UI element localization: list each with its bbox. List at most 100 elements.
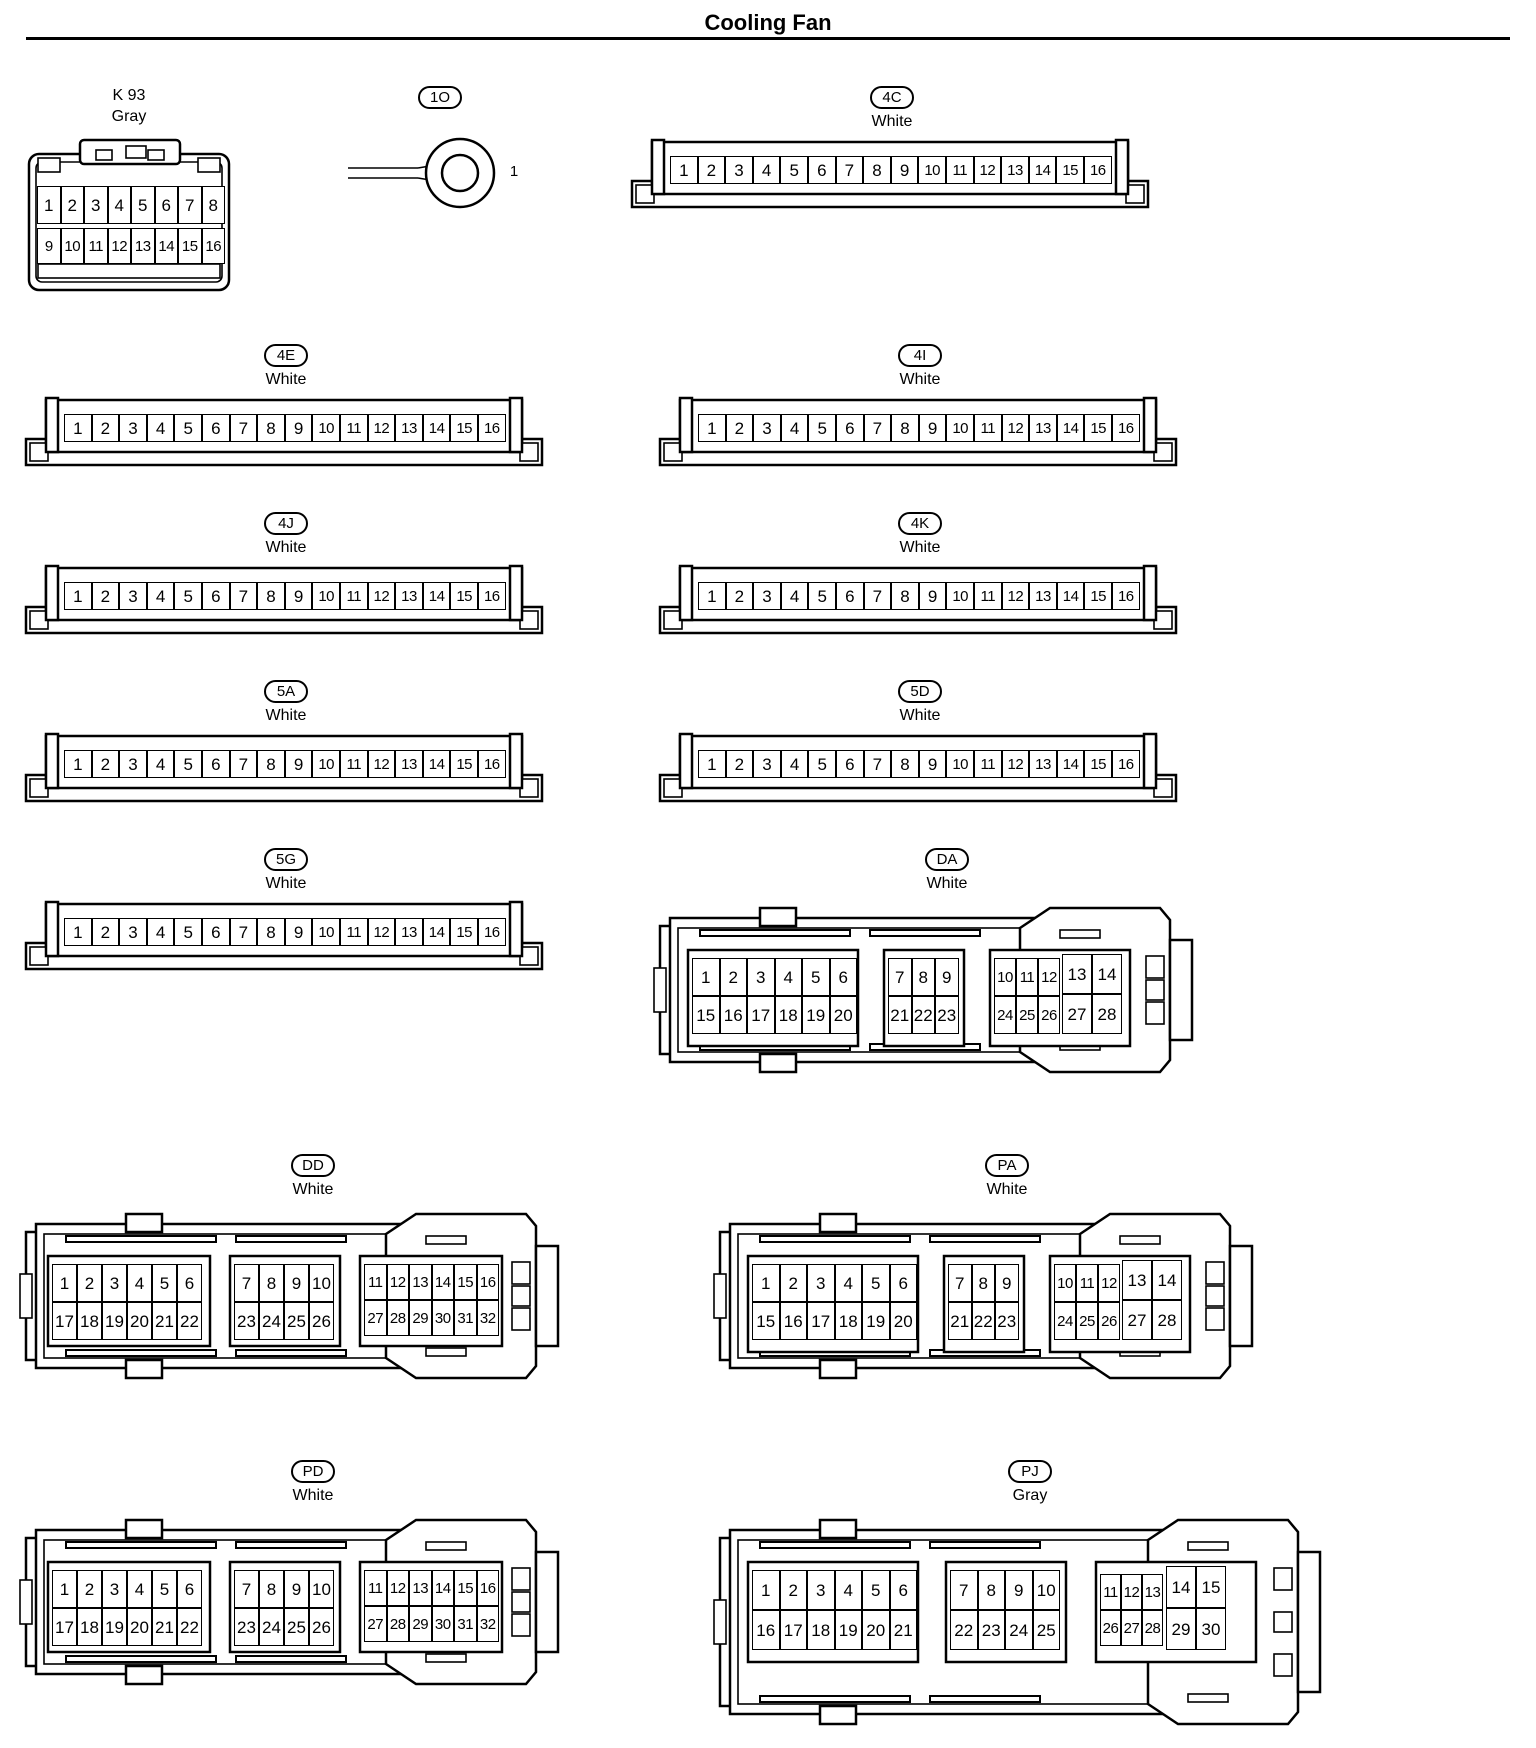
terminal-cavity: 11 (364, 1570, 387, 1606)
connector-color: White (265, 707, 307, 724)
terminal-cavity: 23 (935, 996, 959, 1034)
terminal-cavity: 14 (1056, 582, 1085, 610)
terminal-cavity: 24 (259, 1302, 284, 1340)
terminal-cavity: 16 (476, 1570, 499, 1606)
connector-header: 4C White (852, 86, 932, 130)
connector-color: White (926, 875, 968, 892)
terminal-cavity: 2 (725, 414, 754, 442)
terminal-cavity: 15 (454, 1570, 477, 1606)
terminal-cavity: 4 (146, 750, 175, 778)
terminal-cavity: 26 (1098, 1302, 1120, 1340)
terminal-cavity: 3 (119, 582, 147, 610)
terminal-cavity: 31 (454, 1606, 477, 1642)
connector-1o: 1O 1 (340, 86, 540, 216)
terminal-cavity: 13 (1062, 954, 1092, 994)
connector-header: K 93 Gray (24, 88, 234, 125)
terminal-cavity: 16 (1084, 156, 1112, 184)
terminal-cavity: 6 (829, 958, 857, 996)
terminal-cavity: 16 (1112, 582, 1140, 610)
ring-terminal (348, 137, 496, 209)
terminal-cavity: 14 (1028, 156, 1057, 184)
terminal-cavity: 14 (1152, 1260, 1182, 1300)
terminal-cavity: 24 (994, 996, 1016, 1034)
terminal-cavity: 28 (1142, 1610, 1163, 1646)
terminal-cavity: 7 (229, 582, 258, 610)
terminal-cavity: 17 (807, 1302, 835, 1340)
terminal-cavity: 3 (753, 750, 781, 778)
terminal-cavity: 11 (1100, 1574, 1121, 1610)
terminal-cavity: 22 (177, 1302, 202, 1340)
terminal-cavity: 14 (431, 1264, 454, 1300)
terminal-cavity: 6 (202, 582, 230, 610)
terminal-cavity: 29 (1166, 1608, 1196, 1650)
terminal-cavity: 26 (309, 1608, 334, 1646)
terminal-cavity: 4 (774, 958, 802, 996)
terminal-cavity: 9 (284, 918, 313, 946)
terminal-cavity: 15 (1084, 582, 1112, 610)
terminal-cavity: 29 (409, 1300, 432, 1336)
terminal-cavity: 12 (1001, 414, 1030, 442)
terminal-cavity: 15 (450, 582, 478, 610)
terminal-cavity: 10 (1032, 1570, 1060, 1610)
connector-color: White (899, 539, 941, 556)
terminal-cavity: 14 (1056, 750, 1085, 778)
terminal-cavity: 10 (946, 750, 974, 778)
terminal-cavity: 11 (974, 750, 1002, 778)
terminal-cavity: 27 (1121, 1610, 1142, 1646)
connector-code-badge: 1O (418, 86, 462, 109)
terminal-cavity: 9 (995, 1264, 1019, 1302)
connector-color: White (871, 113, 913, 130)
terminal-cavity: 13 (395, 750, 423, 778)
terminal-cavity: 1 (64, 918, 92, 946)
terminal-cavity: 25 (1032, 1610, 1060, 1650)
terminal-cavity: 5 (152, 1264, 177, 1302)
connector-code-badge: 4J (264, 512, 308, 535)
terminal-cavity: 28 (1092, 994, 1122, 1034)
terminal-cavity: 12 (1121, 1574, 1142, 1610)
terminal-cavity: 13 (395, 918, 423, 946)
terminal-cavity: 12 (367, 582, 396, 610)
terminal-cavity: 19 (102, 1302, 127, 1340)
terminal-cavity: 8 (911, 958, 935, 996)
terminal-cavity: 11 (340, 918, 368, 946)
terminal-cavity: 16 (478, 918, 506, 946)
terminal-cavity: 7 (950, 1570, 978, 1610)
terminal-cavity: 9 (284, 750, 313, 778)
terminal-cavity: 24 (1005, 1610, 1033, 1650)
terminal-cavity: 11 (1016, 958, 1038, 996)
terminal-cavity: 18 (774, 996, 802, 1034)
terminal-cavity: 18 (77, 1302, 102, 1340)
connector-header: 5A White (246, 680, 326, 724)
terminal-cavity: 8 (891, 414, 919, 442)
terminal-cavity: 19 (802, 996, 830, 1034)
terminal-cavity: 14 (431, 1570, 454, 1606)
terminal-cavity: 4 (146, 582, 175, 610)
terminal-cavity: 13 (1122, 1260, 1152, 1300)
connector-color: Gray (111, 108, 147, 125)
connector-color: Gray (1012, 1487, 1048, 1504)
terminal-cavity: 16 (201, 228, 225, 264)
terminal-cavity: 12 (367, 918, 396, 946)
terminal-cavity: 5 (780, 156, 808, 184)
terminal-cavity: 14 (422, 414, 451, 442)
terminal-cavity: 11 (974, 414, 1002, 442)
terminal-cavity: 10 (312, 918, 340, 946)
terminal-cavity: 21 (888, 996, 912, 1034)
terminal-cavity: 32 (476, 1300, 499, 1336)
terminal-cavity: 12 (367, 750, 396, 778)
terminal-cavity: 25 (1076, 1302, 1098, 1340)
terminal-cavity: 1 (698, 582, 726, 610)
connector-color: White (899, 707, 941, 724)
terminal-cavity: 5 (808, 582, 836, 610)
terminal-cavity: 19 (862, 1302, 890, 1340)
terminal-cavity: 9 (37, 228, 61, 264)
terminal-cavity: 1 (64, 582, 92, 610)
terminal-cavity: 9 (918, 414, 947, 442)
